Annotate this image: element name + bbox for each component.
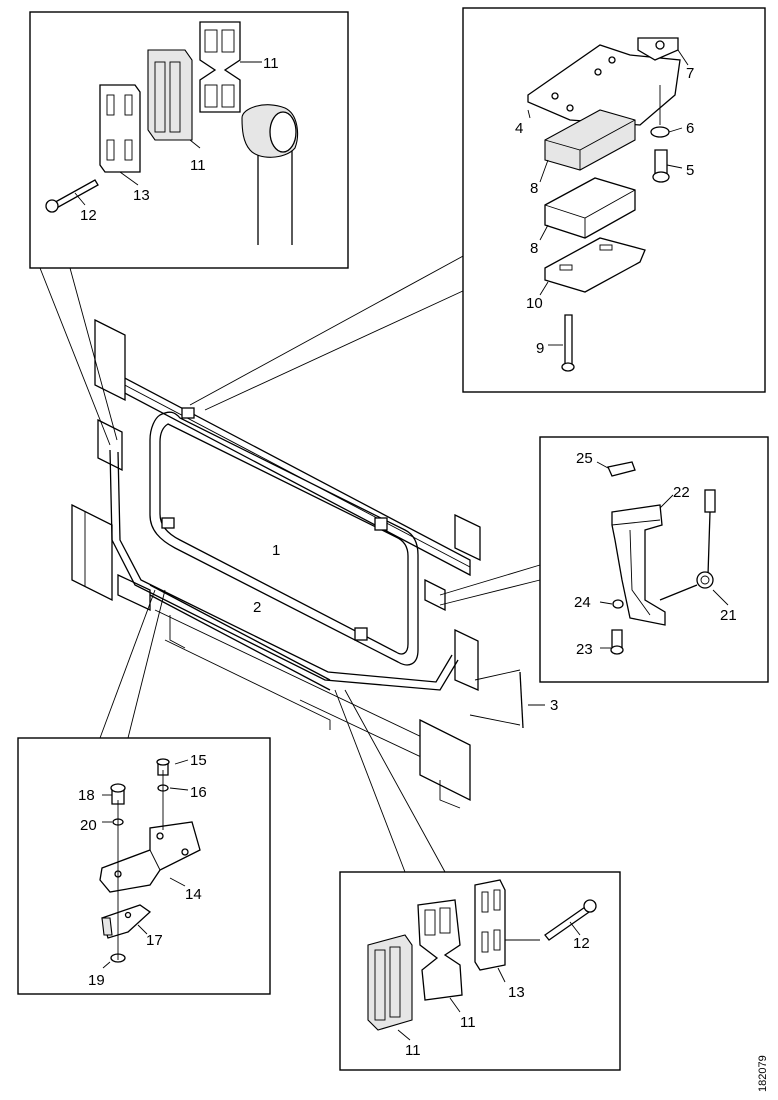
- callout-22: 22: [673, 484, 690, 501]
- callout-1: 1: [272, 542, 280, 559]
- callout-23: 23: [576, 641, 593, 658]
- detail-leader-lines: [39, 254, 545, 873]
- document-id: 182079: [757, 1055, 769, 1092]
- callout-11: 11: [405, 1042, 421, 1059]
- callout-7: 7: [686, 65, 694, 82]
- callout-21: 21: [720, 607, 737, 624]
- callout-13: 13: [508, 984, 525, 1001]
- detail-box-top-right: [462, 7, 766, 393]
- callout-17: 17: [146, 932, 163, 949]
- callout-12: 12: [80, 207, 97, 224]
- callout-3: 3: [550, 697, 558, 714]
- callout-24: 24: [574, 594, 591, 611]
- callout-8: 8: [530, 180, 538, 197]
- detail-box-bottom-right: [339, 871, 621, 1071]
- callout-19: 19: [88, 972, 105, 989]
- detail-box-right-middle: [539, 436, 769, 683]
- callout-2: 2: [253, 599, 261, 616]
- callout-4: 4: [515, 120, 523, 137]
- callout-5: 5: [686, 162, 694, 179]
- callout-15: 15: [190, 752, 207, 769]
- callout-10: 10: [526, 295, 543, 312]
- callout-12: 12: [573, 935, 590, 952]
- callout-6: 6: [686, 120, 694, 137]
- callout-11: 11: [190, 157, 206, 174]
- detail-box-top-left: [29, 11, 349, 269]
- callout-20: 20: [80, 817, 97, 834]
- callout-9: 9: [536, 340, 544, 357]
- callout-25: 25: [576, 450, 593, 467]
- callout-14: 14: [185, 886, 202, 903]
- callout-8: 8: [530, 240, 538, 257]
- callout-labels: 11 11 13 12 7 4 6 5 8 8 10 9 1 2 3 25 22…: [78, 55, 737, 1059]
- detail-box-bottom-left: [17, 737, 271, 995]
- callout-13: 13: [133, 187, 150, 204]
- callout-11: 11: [460, 1014, 476, 1031]
- callout-16: 16: [190, 784, 207, 801]
- main-frame-assembly: [71, 318, 524, 809]
- callout-18: 18: [78, 787, 95, 804]
- callout-11: 11: [263, 55, 279, 72]
